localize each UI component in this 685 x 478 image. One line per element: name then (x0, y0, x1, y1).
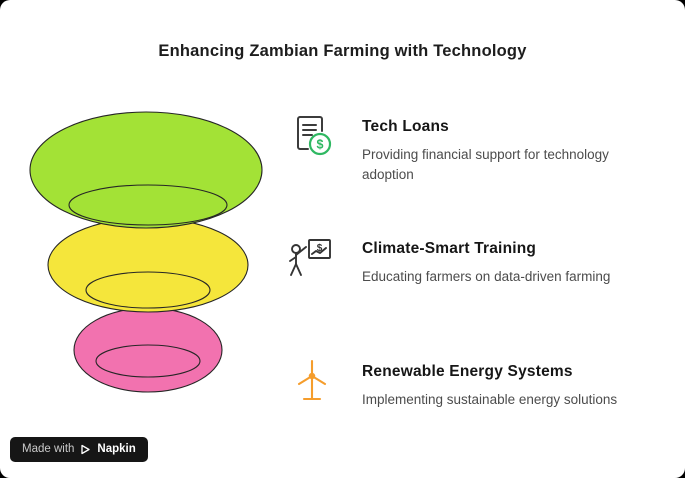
document-dollar-icon: $ (297, 116, 332, 156)
funnel-layer-yellow-opening (85, 271, 211, 309)
presentation-training-icon: $ (289, 239, 331, 276)
item-title-tech-loans: Tech Loans (362, 118, 449, 135)
funnel-layer-pink-opening (95, 344, 201, 378)
funnel-layer-green-opening (68, 184, 228, 226)
item-description-tech-loans: Providing financial support for technolo… (362, 147, 609, 182)
dollar-glyph: $ (317, 138, 324, 152)
made-with-napkin-badge[interactable]: Made with Napkin (10, 437, 148, 462)
board-dollar-glyph: $ (317, 243, 323, 254)
list-item-climate-smart-training: $ Climate-Smart Training Educating farme… (278, 222, 678, 287)
made-with-label: Made with (22, 443, 75, 455)
list-item-renewable-energy: Renewable Energy Systems Implementing su… (278, 345, 678, 410)
page-title: Enhancing Zambian Farming with Technolog… (158, 42, 527, 60)
item-title-climate-smart-training: Climate-Smart Training (362, 240, 537, 257)
item-description-climate-smart-training: Educating farmers on data-driven farming (362, 269, 611, 284)
napkin-logo-icon (81, 444, 91, 454)
wind-turbine-icon (297, 359, 327, 401)
item-description-renewable-energy: Implementing sustainable energy solution… (362, 392, 618, 407)
napkin-brand-label: Napkin (97, 443, 136, 455)
funnel-diagram (29, 111, 263, 393)
list-item-tech-loans: $ Tech Loans Providing financial support… (278, 100, 678, 184)
item-title-renewable-energy: Renewable Energy Systems (362, 363, 573, 380)
